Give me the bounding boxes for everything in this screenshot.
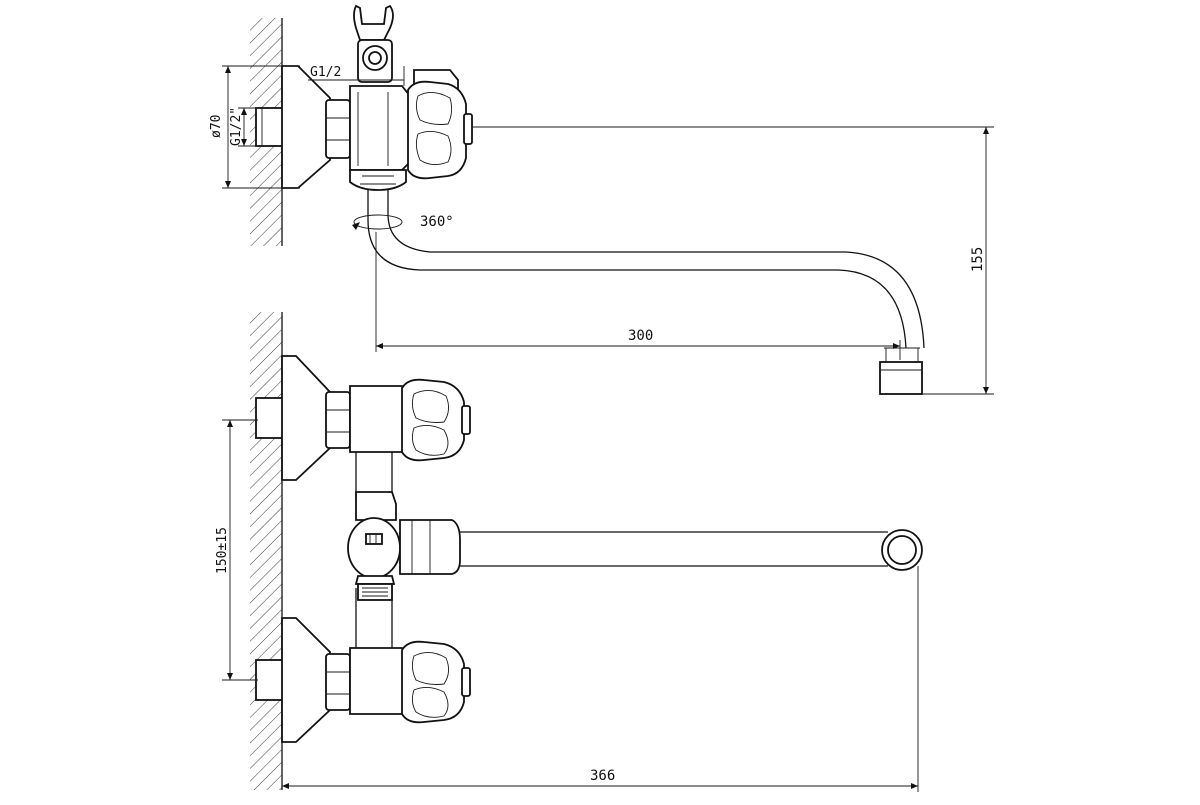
dim-thread-top: G1/2 [308,65,405,86]
hex-nut-top [325,99,351,159]
valve-handle-top [407,80,473,180]
dim-spout-height: 155 [472,126,994,395]
upper-valve-handle [401,378,471,462]
center-diverter [347,491,401,601]
upper-inlet [255,355,409,481]
wall-hatch-bottom [250,312,283,790]
center-distance-label: 150±15 [215,527,230,574]
spout-length-label: 300 [628,328,653,344]
valve-body-top [349,85,411,171]
diverter-knob [399,519,461,575]
overall-length-label: 366 [590,768,615,784]
spout-outer [367,190,907,349]
lower-valve-handle [401,640,471,724]
shower-holder [353,4,394,83]
dim-diameter: ø70 [209,65,300,189]
dim-thread-side: G1/2" [229,107,258,147]
rotation-indicator: 360° [352,214,454,230]
front-view: 150±15 366 [215,312,923,792]
aerator-top [879,347,923,395]
dim-center-distance: 150±15 [215,419,258,681]
dim-overall-length: 366 [282,566,919,792]
spout-front [460,529,923,571]
wall-flange-top [281,65,331,189]
dim-spout-length: 300 [375,232,901,360]
swivel-collar [349,169,407,191]
thread-top-label: G1/2 [310,65,341,80]
rotation-label: 360° [420,214,454,230]
side-view: 360° G1/2 ø70 G1/2" 155 [209,4,994,395]
inlet-nipple-top [255,107,287,147]
spout-inner [387,190,925,349]
spout-height-label: 155 [970,247,986,272]
thread-side-label: G1/2" [229,107,244,146]
diameter-label: ø70 [209,115,224,138]
